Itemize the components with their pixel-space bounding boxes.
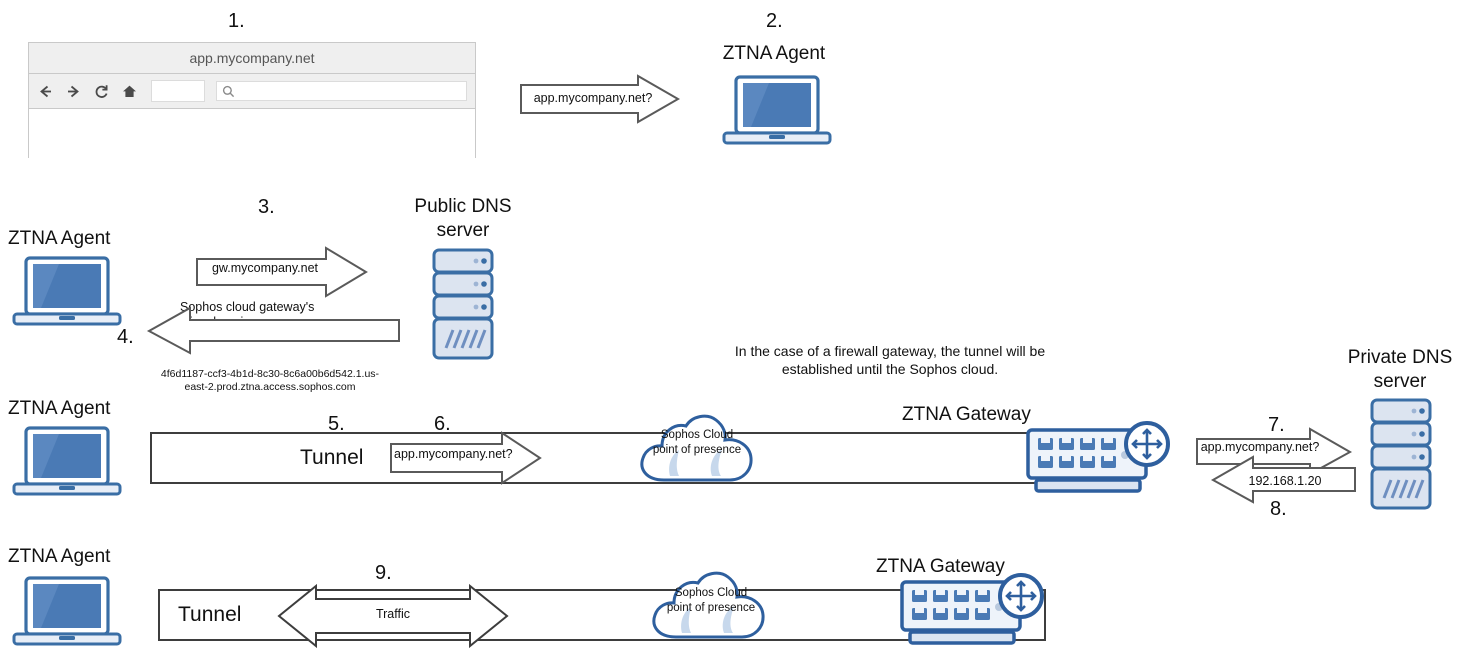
alias-caption-line1: Sophos cloud gateway's (180, 300, 315, 314)
back-arrow-icon[interactable] (37, 83, 54, 100)
arrow-step-6-label: app.mycompany.net? (394, 447, 513, 461)
cloud-label-9-line2: point of presence (666, 602, 756, 614)
private-dns-server-icon (1370, 398, 1432, 510)
arrow-step-9-label: Traffic (375, 607, 411, 621)
private-dns-label-line1: Private DNS (1347, 347, 1453, 368)
ztna-gateway-device-9 (900, 573, 1048, 654)
public-dns-label-line1: Public DNS (414, 196, 512, 217)
arrow-step-4 (146, 306, 400, 355)
ztna-gateway-device-3 (1026, 421, 1174, 500)
arrow-step-2 (520, 74, 681, 124)
alias-value-line1: 4f6d1187-ccf3-4b1d-8c30-8c6a00b6d542.1.u… (160, 368, 380, 380)
tunnel-row-5 (150, 432, 1040, 484)
arrow-step-2-label: app.mycompany.net? (533, 91, 653, 105)
forward-arrow-icon[interactable] (65, 83, 82, 100)
step-4-number: 4. (117, 326, 134, 348)
ztna-agent-laptop-2 (722, 75, 832, 147)
tunnel-label-5: Tunnel (300, 446, 364, 469)
public-dns-server-icon (432, 248, 494, 360)
browser-toolbar[interactable] (29, 74, 475, 109)
step-2-number: 2. (766, 10, 783, 32)
public-dns-label-line2: server (436, 220, 490, 241)
home-icon[interactable] (121, 83, 138, 100)
sophos-cloud-pop-9 (646, 567, 772, 645)
sophos-cloud-pop-3 (634, 410, 760, 488)
ztna-agent-laptop-5 (12, 426, 122, 498)
ztna-agent-label-9: ZTNA Agent (8, 546, 111, 567)
step-8-number: 8. (1270, 498, 1287, 520)
browser-titlebar: app.mycompany.net (29, 43, 475, 74)
cloud-label-9: Sophos Cloud point of presence (644, 586, 778, 616)
ztna-gateway-label-3: ZTNA Gateway (902, 404, 1031, 425)
step-6-number: 6. (434, 413, 451, 435)
alias-value-line2: east-2.prod.ztna.access.sophos.com (184, 381, 356, 393)
ztna-agent-label-2: ZTNA Agent (722, 43, 826, 64)
step-9-number: 9. (375, 562, 392, 584)
browser-window[interactable]: app.mycompany.net (28, 42, 476, 158)
tunnel-label-9: Tunnel (178, 603, 242, 626)
ztna-agent-laptop-9 (12, 576, 122, 648)
arrow-step-7-label: app.mycompany.net? (1200, 440, 1320, 454)
cloud-label-3: Sophos Cloud point of presence (630, 428, 764, 458)
arrow-step-6 (390, 431, 542, 485)
arrow-step-3 (196, 246, 368, 298)
ztna-agent-laptop-3 (12, 256, 122, 328)
arrow-step-7 (1196, 427, 1353, 476)
reload-icon[interactable] (93, 83, 110, 100)
step-5-number: 5. (328, 413, 345, 435)
ztna-agent-label-3: ZTNA Agent (8, 228, 111, 249)
step-7-number: 7. (1268, 414, 1285, 436)
search-icon (222, 85, 235, 97)
browser-title: app.mycompany.net (189, 50, 315, 66)
ztna-gateway-label-9: ZTNA Gateway (876, 556, 1005, 577)
step-1-number: 1. (228, 10, 245, 32)
cloud-label-3-line1: Sophos Cloud (660, 429, 734, 441)
firewall-note: In the case of a firewall gateway, the t… (734, 343, 1046, 377)
arrow-step-8-label: 192.168.1.20 (1248, 474, 1322, 488)
search-input[interactable] (216, 81, 467, 101)
arrow-step-9-traffic (277, 583, 509, 649)
alias-value: 4f6d1187-ccf3-4b1d-8c30-8c6a00b6d542.1.u… (140, 368, 400, 394)
browser-viewport (29, 109, 475, 158)
arrow-step-8 (1210, 455, 1356, 504)
cloud-label-3-line2: point of presence (652, 444, 742, 456)
private-dns-label-line2: server (1373, 371, 1427, 392)
ztna-agent-label-5: ZTNA Agent (8, 398, 111, 419)
address-field[interactable] (151, 80, 205, 102)
step-3-number: 3. (258, 196, 275, 218)
cloud-label-9-line1: Sophos Cloud (674, 587, 748, 599)
arrow-step-3-label: gw.mycompany.net (211, 261, 319, 275)
